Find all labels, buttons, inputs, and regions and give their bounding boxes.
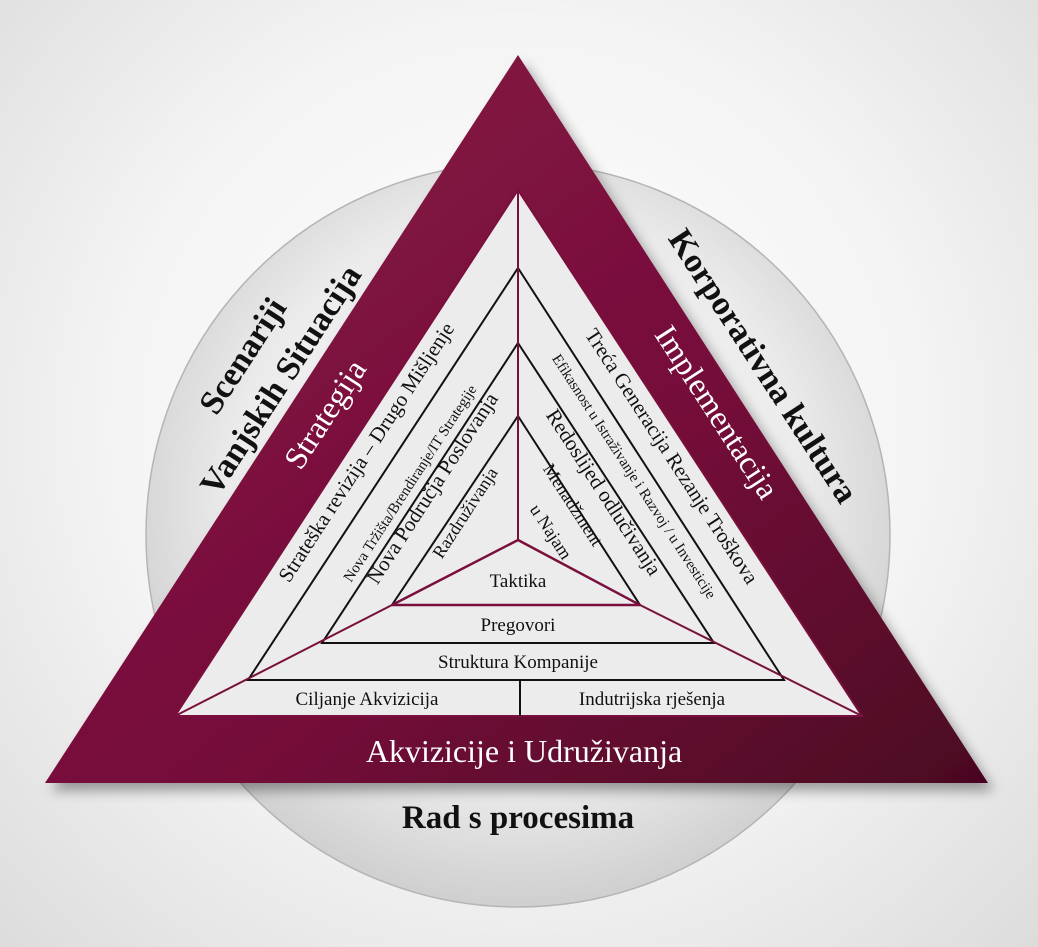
band-level-1 bbox=[246, 266, 786, 681]
bottom-level-2-label: Pregovori bbox=[481, 615, 556, 636]
band-level-2 bbox=[320, 341, 716, 644]
core-label: Taktika bbox=[490, 571, 547, 592]
frame-bottom-label: Akvizicije i Udruživanja bbox=[366, 733, 682, 769]
bottom-level-4-left-label: Ciljanje Akvizicija bbox=[296, 689, 440, 710]
outer-bottom-label: Rad s procesima bbox=[402, 800, 634, 836]
bottom-level-4-right-label: Indutrijska rješenja bbox=[579, 689, 726, 710]
bottom-level-3-label: Struktura Kompanije bbox=[438, 652, 598, 673]
core-triangle bbox=[391, 538, 641, 607]
spoke-left bbox=[174, 604, 393, 717]
spoke-right bbox=[639, 604, 863, 717]
